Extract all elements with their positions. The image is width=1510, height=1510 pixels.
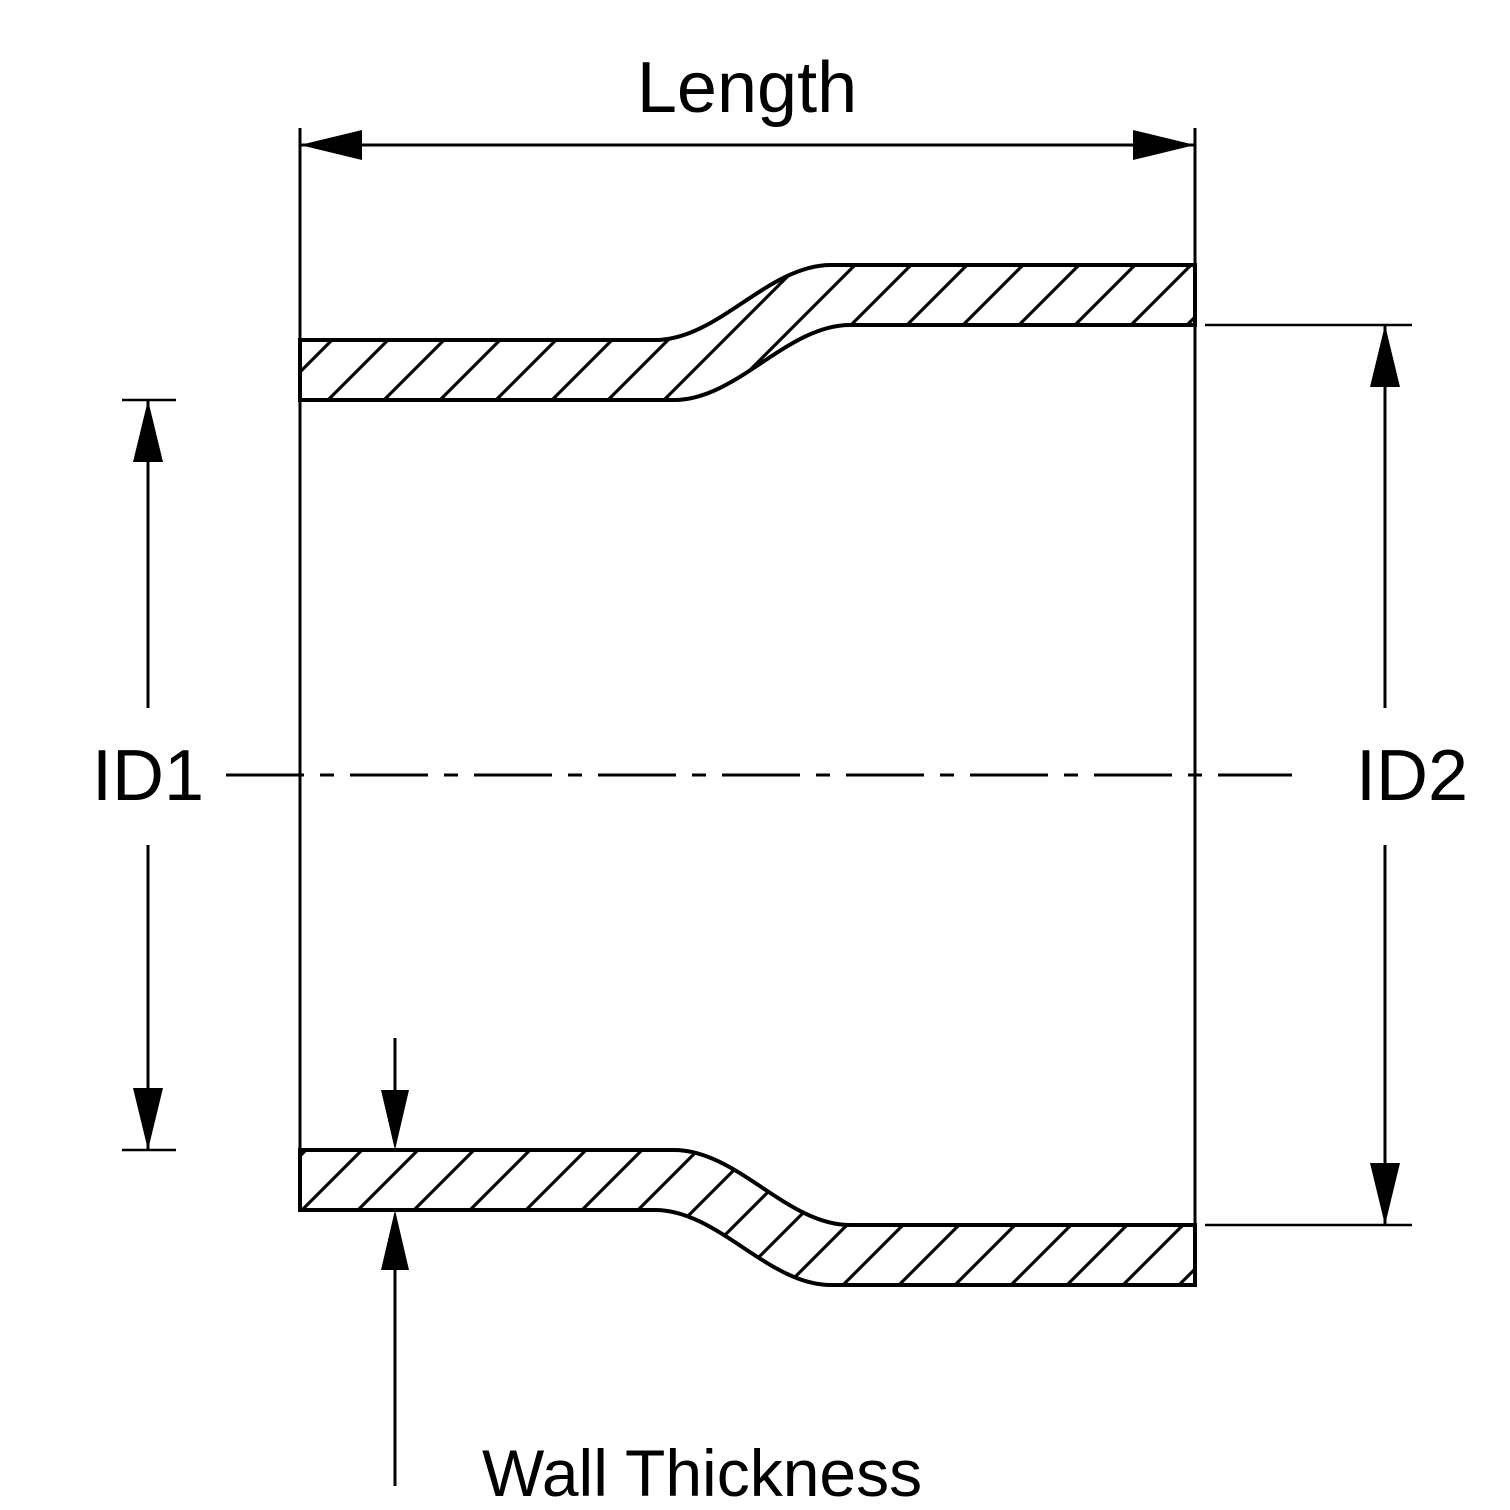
wall-thickness-label: Wall Thickness [482, 1436, 922, 1510]
dimension-wall-thickness: Wall Thickness [381, 1038, 922, 1510]
id2-arrow-down-icon [1370, 1163, 1400, 1225]
id2-label: ID2 [1356, 736, 1468, 816]
wall-thickness-arrow-up-icon [381, 1210, 409, 1270]
dimension-length: Length [300, 48, 1195, 160]
id1-arrow-up-icon [133, 400, 163, 462]
id1-label: ID1 [92, 736, 204, 816]
id1-arrow-down-icon [133, 1088, 163, 1150]
length-arrow-right-icon [1133, 130, 1195, 160]
wall-thickness-arrow-down-icon [381, 1090, 409, 1150]
length-label: Length [637, 48, 857, 128]
dimension-id2: ID2 [1205, 323, 1468, 1227]
length-arrow-left-icon [300, 130, 362, 160]
upper-wall-section [298, 263, 1197, 402]
coupler-body [298, 263, 1197, 1287]
id2-arrow-up-icon [1370, 325, 1400, 387]
dimension-id1: ID1 [92, 398, 204, 1152]
lower-wall-section [298, 1148, 1197, 1287]
